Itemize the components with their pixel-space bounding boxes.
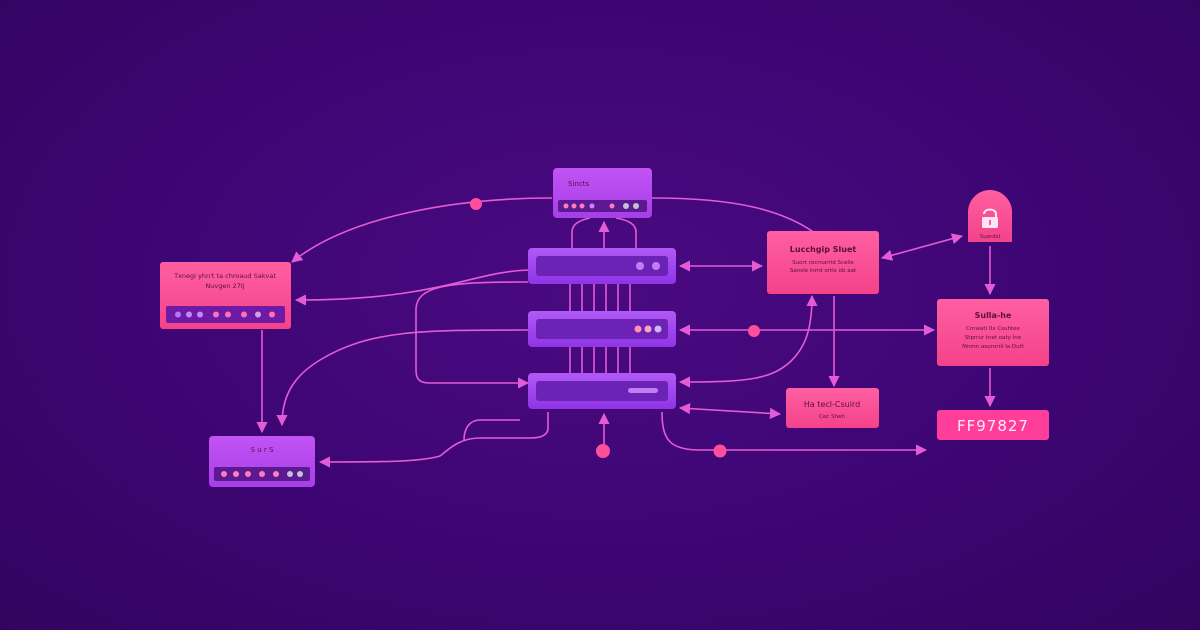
- right-upper-pink-box[interactable]: Lucchgip Sluet Suort rocrnarrid Scelie S…: [767, 231, 879, 294]
- lock-node[interactable]: Suerdsl: [968, 190, 1012, 242]
- connector-dot: [713, 444, 727, 458]
- bottom-right-id-box[interactable]: FF97827: [937, 410, 1049, 440]
- connector-server3-up: [678, 294, 818, 388]
- connector-server3-to-bottomcenter: [678, 403, 782, 419]
- server-drive-slot: [628, 388, 658, 393]
- left-box-line1: Txnegi yhn't ta chroaud Sakvat: [173, 272, 276, 280]
- right-middle-pink-box[interactable]: Sulla-he Crnwatl 0x Csuhtee Stprrur tnet…: [937, 299, 1049, 366]
- connector-server3-branch: [463, 419, 520, 441]
- connector-dot: [596, 444, 610, 458]
- bottom-center-line2: Cec Sheh: [819, 414, 845, 420]
- lock-label: Suerdsl: [980, 234, 1001, 240]
- left-pink-box[interactable]: Txnegi yhn't ta chroaud Sakvat Nuvgen 27…: [160, 262, 291, 329]
- right-middle-title: Sulla-he: [975, 311, 1012, 320]
- bottom-left-leds: [221, 471, 303, 477]
- server-led: [636, 262, 644, 270]
- server-led: [634, 325, 642, 333]
- connector-rightupper-to-lock: [880, 233, 964, 261]
- left-box-leds: [175, 311, 275, 318]
- right-middle-line4: Mnmn asurnrnl la Dutt: [962, 344, 1025, 350]
- server-2[interactable]: [528, 311, 676, 347]
- server-1[interactable]: [528, 248, 676, 284]
- right-upper-title: Lucchgip Sluet: [790, 245, 857, 254]
- top-purple-box[interactable]: Sincts: [553, 168, 652, 218]
- connector-server3-long-right: [661, 411, 928, 456]
- right-upper-line2: Suort rocrnarrid Scelie: [792, 260, 854, 266]
- right-upper-line3: Sansle inrrd ortlx ob aat: [790, 268, 857, 274]
- server-led: [654, 325, 662, 333]
- bottom-left-box-label: S u r S: [251, 446, 274, 454]
- top-box-label: Sincts: [568, 180, 589, 188]
- connector-dot: [748, 325, 760, 337]
- connector-top-down-2: [615, 217, 637, 248]
- connector-server2-to-bottomleft: [276, 329, 529, 427]
- bottom-left-purple-box[interactable]: S u r S: [209, 436, 315, 487]
- connector-top-down-1: [571, 217, 591, 248]
- top-box-leds: [563, 203, 639, 209]
- right-middle-line2: Crnwatl 0x Csuhtee: [966, 326, 1021, 332]
- right-middle-line3: Stprrur tnet oaty Ine: [965, 335, 1022, 341]
- connector-dot: [470, 198, 482, 210]
- connector-top-to-left: [291, 197, 553, 263]
- bottom-center-title: Ha tecl-Csuird: [804, 400, 860, 409]
- connector-server1-to-left: [294, 269, 529, 306]
- left-box-line2: Nuvgen 27Ij: [205, 282, 244, 290]
- connector-left-loop: [415, 281, 530, 389]
- connector-dots: [470, 198, 760, 458]
- connector-server3-to-bottomleft: [318, 412, 549, 468]
- bottom-center-pink-box[interactable]: Ha tecl-Csuird Cec Sheh: [786, 388, 879, 428]
- server-led: [644, 325, 652, 333]
- server-3[interactable]: [528, 373, 676, 409]
- connectors: [256, 197, 996, 468]
- top-box-port-strip: [558, 200, 647, 212]
- server-led: [652, 262, 660, 270]
- id-box-label: FF97827: [957, 417, 1029, 435]
- lock-icon: [982, 208, 998, 228]
